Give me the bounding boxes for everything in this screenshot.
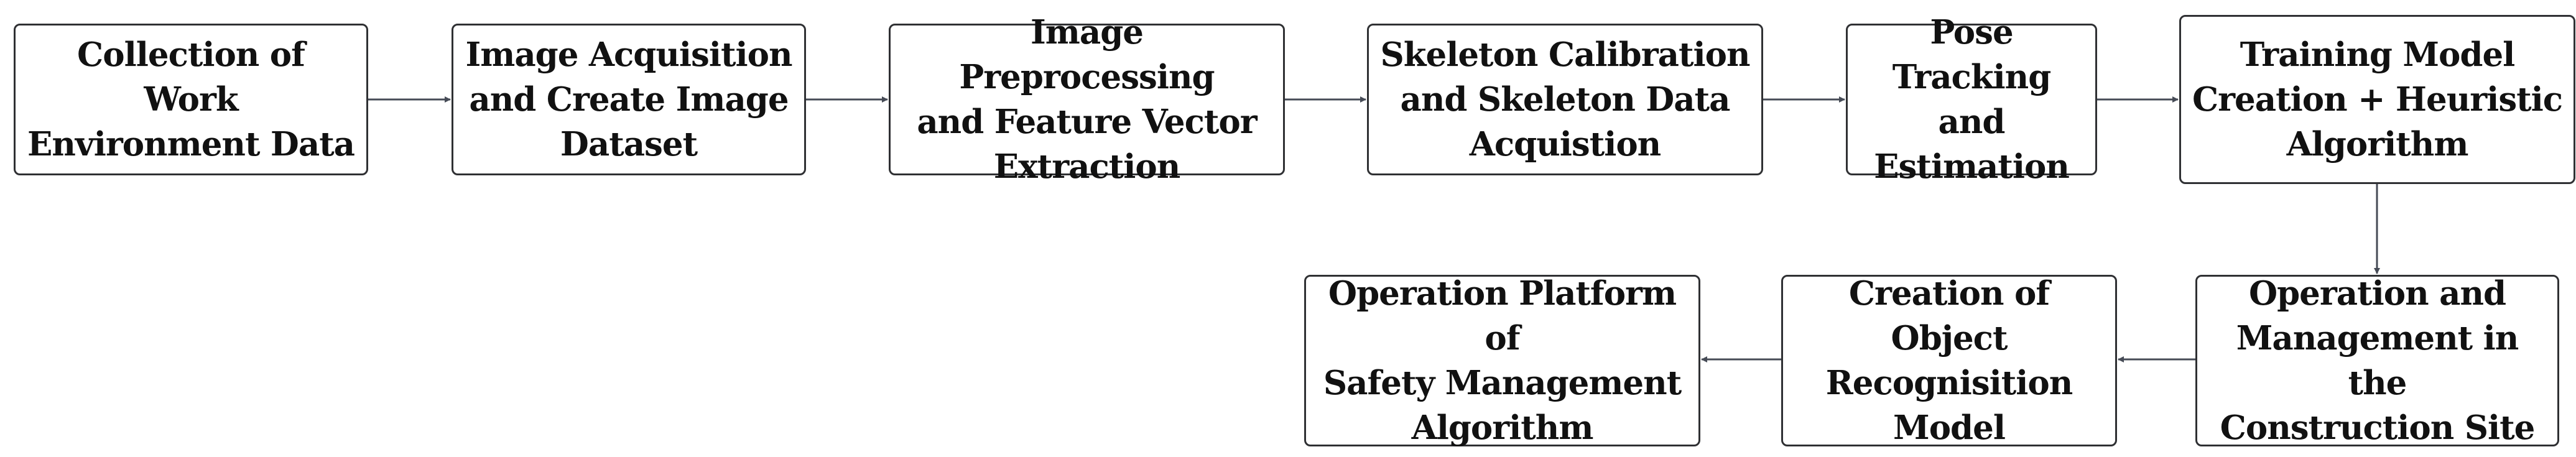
node-platform: Operation Platform of Safety Management … bbox=[1304, 274, 1700, 447]
node-line: Skeleton Calibration bbox=[1380, 35, 1750, 74]
node-line: Recognisition bbox=[1825, 364, 2073, 402]
node-line: Creation + Heuristic bbox=[2192, 80, 2563, 119]
node-line: Algorithm bbox=[2286, 125, 2469, 164]
node-image-acquisition-text: Image Acquisition and Create Image Datas… bbox=[465, 32, 792, 167]
node-collection-text: Collection of Work Environment Data bbox=[25, 32, 356, 167]
node-line: Environment Data bbox=[27, 125, 355, 164]
node-line: Creation of Object bbox=[1848, 274, 2050, 358]
node-object-recognition: Creation of Object Recognisition Model bbox=[1781, 274, 2117, 447]
node-line: and Create Image bbox=[469, 80, 789, 119]
node-platform-text: Operation Platform of Safety Management … bbox=[1316, 271, 1689, 450]
node-operation-management-text: Operation and Management in the Construc… bbox=[2207, 271, 2547, 450]
node-line: Image Acquisition bbox=[465, 35, 792, 74]
node-preprocessing-text: Image Preprocessing and Feature Vector E… bbox=[901, 10, 1273, 189]
node-line: Operation Platform of bbox=[1328, 274, 1677, 358]
node-line: Pose bbox=[1930, 13, 2013, 52]
node-line: Image Preprocessing bbox=[959, 13, 1215, 96]
node-image-acquisition: Image Acquisition and Create Image Datas… bbox=[452, 24, 806, 175]
node-skeleton-text: Skeleton Calibration and Skeleton Data A… bbox=[1380, 32, 1750, 167]
node-line: Model bbox=[1893, 409, 2006, 447]
node-line: Estimation bbox=[1874, 147, 2070, 186]
node-line: Operation and bbox=[2248, 274, 2506, 313]
node-line: Dataset bbox=[560, 125, 698, 164]
node-training-text: Training Model Creation + Heuristic Algo… bbox=[2192, 32, 2563, 167]
node-line: Tracking and bbox=[1892, 58, 2052, 141]
node-pose-text: Pose Tracking and Estimation bbox=[1858, 10, 2085, 189]
node-collection: Collection of Work Environment Data bbox=[14, 24, 368, 175]
node-line: Construction Site bbox=[2220, 409, 2536, 447]
node-line: Safety Management bbox=[1323, 364, 1682, 402]
node-pose: Pose Tracking and Estimation bbox=[1846, 13, 2097, 186]
node-line: Training Model bbox=[2240, 35, 2516, 74]
node-preprocessing: Image Preprocessing and Feature Vector E… bbox=[889, 13, 1285, 186]
node-operation-management: Operation and Management in the Construc… bbox=[2195, 274, 2559, 447]
node-line: Acquistion bbox=[1469, 125, 1661, 164]
node-object-recognition-text: Creation of Object Recognisition Model bbox=[1793, 271, 2105, 450]
node-skeleton: Skeleton Calibration and Skeleton Data A… bbox=[1367, 24, 1763, 175]
node-training: Training Model Creation + Heuristic Algo… bbox=[2179, 15, 2575, 184]
node-line: Management in the bbox=[2236, 319, 2519, 402]
node-line: Extraction bbox=[993, 147, 1181, 186]
node-line: Algorithm bbox=[1411, 409, 1594, 447]
node-line: Collection of Work bbox=[77, 35, 305, 119]
node-line: and Skeleton Data bbox=[1400, 80, 1731, 119]
node-line: and Feature Vector bbox=[917, 103, 1257, 141]
